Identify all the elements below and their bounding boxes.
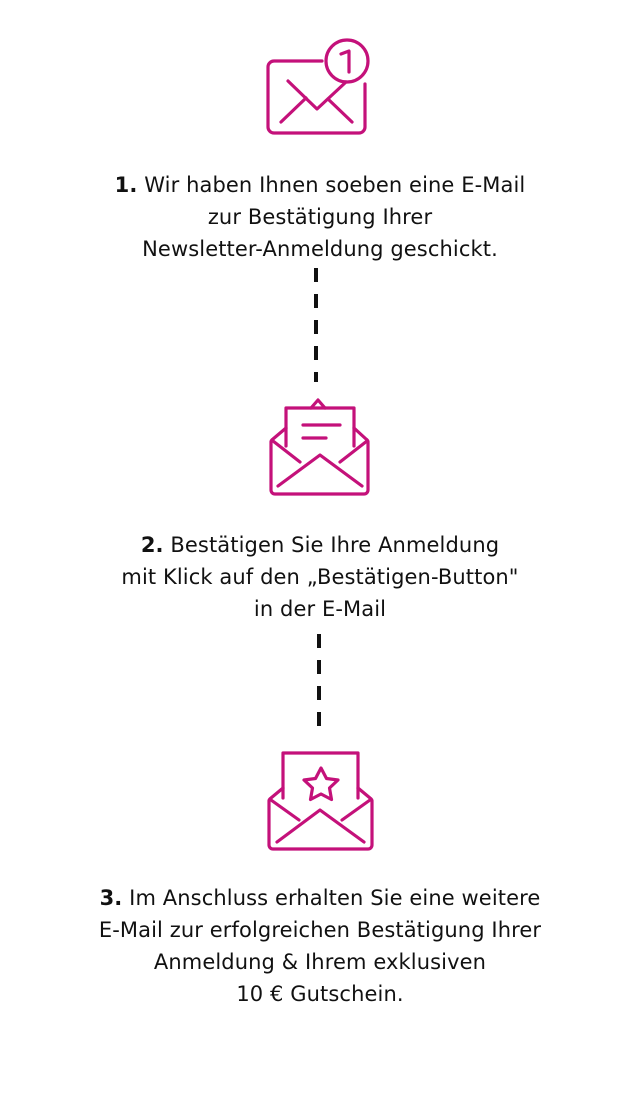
step-2-line-3: in der E-Mail [253, 597, 387, 621]
step-2-line-2: mit Klick auf den „Bestätigen-Button" [121, 565, 519, 589]
step-2-number: 2. [140, 533, 164, 557]
step-1-number: 1. [114, 173, 138, 197]
step-3-text: 3. Im Anschluss erhalten Sie eine weiter… [0, 882, 640, 1010]
step-1-line-2: zur Bestätigung Ihrer [207, 205, 433, 229]
step-1-line-3: Newsletter-Anmeldung geschickt. [142, 237, 498, 261]
step-2-line-1: 2. Bestätigen Sie Ihre Anmeldung [0, 529, 640, 561]
step-1-text: 1. Wir haben Ihnen soeben eine E-Mail zu… [0, 169, 640, 265]
step-1-line-1: 1. Wir haben Ihnen soeben eine E-Mail [0, 169, 640, 201]
envelope-notification-icon: 1 [260, 34, 380, 140]
open-envelope-star-icon [264, 748, 376, 854]
step-3-line-4: 10 € Gutschein. [236, 982, 404, 1006]
step-2-text: 2. Bestätigen Sie Ihre Anmeldung mit Kli… [0, 529, 640, 625]
step-3-line-1-text: Im Anschluss erhalten Sie eine weitere [129, 886, 541, 910]
dashed-connector-1 [314, 268, 318, 382]
step-2-line-1-text: Bestätigen Sie Ihre Anmeldung [170, 533, 500, 557]
step-1-line-1-text: Wir haben Ihnen soeben eine E-Mail [144, 173, 526, 197]
step-3-line-2: E-Mail zur erfolgreichen Bestätigung Ihr… [98, 918, 542, 942]
step-3-line-3: Anmeldung & Ihrem exklusiven [153, 950, 487, 974]
open-envelope-letter-icon [266, 394, 374, 500]
step-3-line-1: 3. Im Anschluss erhalten Sie eine weiter… [0, 882, 640, 914]
step-3-number: 3. [99, 886, 123, 910]
dashed-connector-2 [317, 634, 321, 734]
